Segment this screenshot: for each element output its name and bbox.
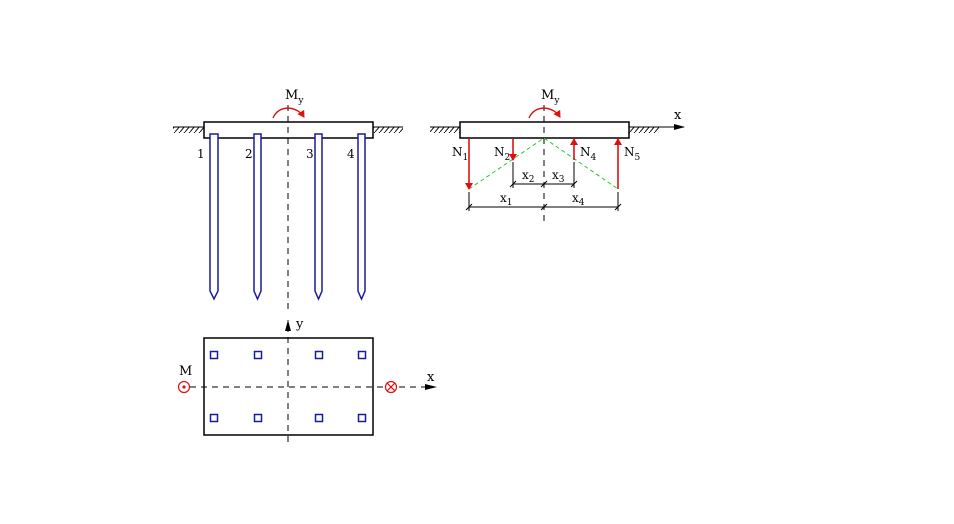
curved-arrow-icon [272, 107, 305, 119]
dim-label-x3: x3 [552, 168, 565, 185]
moment-label: M [179, 364, 192, 379]
pile-plan-4b [357, 413, 367, 423]
dim-label-x4: x4 [572, 191, 585, 208]
pile-4 [357, 133, 366, 301]
force-label-n4: N4 [580, 145, 597, 163]
pile-label-1: 1 [197, 147, 205, 161]
pile-1 [209, 133, 219, 301]
dim-label-x1: x1 [500, 191, 513, 208]
pile-label-4: 4 [347, 147, 355, 161]
pile-plan-2b [253, 413, 263, 423]
moment-label: My [541, 88, 560, 106]
pile-plan-2a [253, 350, 263, 360]
pile-2 [253, 133, 262, 301]
force-distribution-line [468, 137, 619, 190]
elevation-view: My 1 2 3 4 [173, 88, 403, 312]
circled-cross-icon [384, 380, 398, 394]
pile-plan-1a [209, 350, 219, 360]
force-label-n2: N2 [494, 145, 510, 163]
y-axis-arrow-icon [285, 320, 291, 331]
pile-plan-3b [314, 413, 324, 423]
piles [209, 133, 366, 301]
x-axis-label: x [674, 108, 682, 123]
circled-dot-icon [177, 380, 191, 394]
dimension-lines [465, 162, 622, 211]
y-axis-label: y [295, 317, 304, 332]
force-label-n1: N1 [452, 145, 468, 163]
pile-plan-4a [357, 350, 367, 360]
pile-plan-markers [209, 350, 367, 423]
curved-arrow-icon [528, 107, 561, 119]
plan-view: y x M [177, 317, 437, 442]
dim-label-x2: x2 [522, 168, 535, 185]
hatched-ground-icon [173, 126, 403, 133]
pile-label-2: 2 [245, 147, 253, 161]
x-axis-arrow-icon [425, 384, 437, 390]
pile-plan-3a [314, 350, 324, 360]
pile-plan-1b [209, 413, 219, 423]
pile-3 [314, 133, 323, 301]
pile-label-3: 3 [306, 147, 314, 161]
moment-label: My [285, 88, 304, 106]
force-label-n5: N5 [624, 145, 641, 163]
x-axis-label: x [427, 370, 435, 385]
force-diagram: x My N1 N2 N4 N5 [430, 88, 685, 224]
